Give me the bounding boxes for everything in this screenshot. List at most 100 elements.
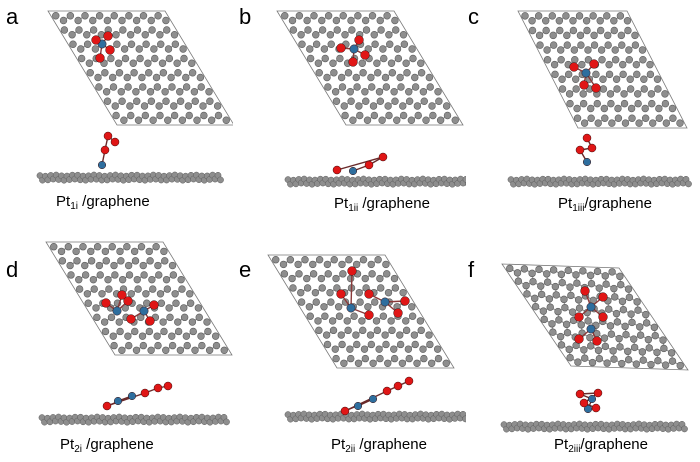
carbon-atom: [83, 40, 92, 48]
oxygen-atom: [336, 43, 346, 53]
carbon-atom: [614, 104, 622, 113]
carbon-atom: [343, 317, 351, 325]
carbon-atom: [419, 345, 427, 353]
carbon-atom: [557, 270, 566, 279]
carbon-atom: [361, 274, 369, 283]
carbon-atom: [641, 104, 649, 113]
carbon-atom: [335, 312, 344, 320]
side-view: [507, 133, 692, 188]
carbon-atom: [348, 26, 356, 34]
carbon-atom: [161, 88, 169, 96]
unit-cell-outline: [47, 10, 233, 126]
caption-main: Pt: [558, 195, 573, 212]
carbon-atom: [142, 40, 150, 48]
panel-label: b: [239, 4, 252, 29]
carbon-atom: [393, 116, 401, 124]
carbon-atom: [109, 83, 118, 91]
carbon-atom: [315, 326, 323, 335]
carbon-atom: [402, 326, 411, 335]
carbon-atom: [660, 344, 668, 353]
carbon-atom: [625, 293, 634, 302]
carbon-atom: [417, 326, 425, 335]
oxygen-atom-side: [332, 165, 342, 175]
carbon-atom: [575, 12, 584, 20]
carbon-atom: [566, 353, 574, 362]
carbon-atom: [610, 355, 618, 363]
carbon-atom: [149, 285, 157, 293]
panel-label: f: [468, 257, 475, 282]
carbon-atom: [367, 260, 375, 269]
carbon-atom: [646, 60, 654, 69]
carbon-atom: [134, 116, 143, 124]
carbon-atom: [359, 69, 367, 77]
carbon-atom: [596, 26, 605, 35]
carbon-atom: [163, 26, 171, 34]
carbon-atom: [579, 267, 587, 275]
carbon-atom: [170, 31, 179, 39]
carbon-atom: [620, 90, 628, 98]
carbon-atom: [388, 326, 396, 335]
carbon-atom: [222, 116, 230, 124]
carbon-atom: [377, 26, 385, 34]
carbon-atom: [310, 12, 318, 20]
carbon-atom: [536, 41, 544, 49]
carbon-atom: [117, 88, 125, 96]
carbon-atom: [374, 256, 382, 264]
carbon-atom: [323, 73, 331, 82]
carbon-atom: [580, 119, 589, 127]
carbon-atom: [329, 59, 337, 67]
carbon-atom: [416, 317, 425, 325]
carbon-atom: [610, 26, 618, 35]
carbon-atom: [394, 54, 403, 63]
carbon-atom: [350, 312, 358, 320]
carbon-atom: [644, 335, 653, 344]
carbon-atom: [592, 70, 600, 79]
carbon-atom: [168, 341, 177, 350]
carbon-atom: [312, 31, 320, 39]
carbon-atom: [162, 346, 170, 354]
carbon-atom: [543, 278, 552, 286]
carbon-atom: [139, 341, 148, 350]
carbon-atom: [567, 291, 575, 300]
carbon-atom: [89, 16, 97, 25]
carbon-atom: [157, 40, 165, 48]
carbon-atom: [112, 31, 120, 39]
carbon-atom: [531, 302, 540, 311]
pt-o-bond: [350, 270, 353, 309]
carbon-atom: [134, 285, 142, 293]
carbon-atom: [582, 17, 591, 25]
caption-sub: 1i: [70, 201, 78, 212]
carbon-atom: [165, 304, 173, 312]
carbon-atom: [420, 354, 428, 363]
carbon-atom: [184, 102, 193, 110]
carbon-atom: [581, 354, 589, 362]
carbon-atom: [312, 298, 320, 306]
carbon-atom: [154, 261, 162, 270]
carbon-atom: [392, 26, 400, 34]
carbon-atom: [668, 104, 677, 113]
carbon-atom: [167, 73, 175, 82]
carbon-atom: [642, 310, 650, 319]
carbon-atom: [73, 257, 81, 265]
carbon-atom: [182, 73, 190, 82]
carbon-atom: [546, 303, 554, 311]
carbon-atom: [272, 256, 280, 264]
carbon-atom: [338, 260, 346, 269]
carbon-atom: [166, 313, 174, 322]
carbon-atom: [102, 257, 110, 265]
carbon-atom: [575, 304, 584, 312]
carbon-atom: [148, 275, 156, 284]
carbon-atom: [370, 31, 378, 39]
carbon-atom: [368, 270, 376, 278]
carbon-atom: [378, 116, 386, 124]
carbon-atom: [560, 295, 568, 304]
oxygen-atom: [393, 308, 403, 318]
carbon-atom: [566, 283, 574, 291]
carbon-atom: [353, 340, 361, 349]
carbon-atom: [606, 90, 615, 98]
platinum-atom-side: [582, 157, 592, 167]
panel-a: a Pt1i /graphene: [0, 0, 233, 231]
platinum-atom-side: [97, 160, 107, 170]
carbon-atom: [396, 331, 404, 339]
carbon-atom-side: [685, 180, 692, 188]
